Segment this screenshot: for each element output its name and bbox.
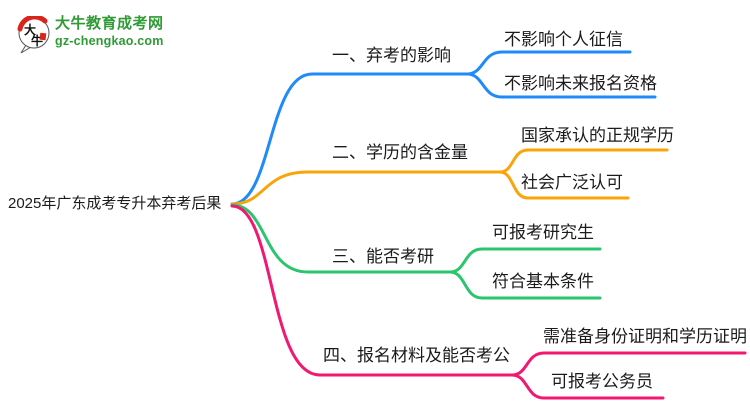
branch-1-label: 一、弃考的影响 [332, 46, 451, 65]
svg-text:大: 大 [24, 22, 36, 37]
branch-3-child-1-label: 可报考研究生 [492, 223, 594, 242]
branch-2-child-2-label: 社会广泛认可 [521, 173, 623, 192]
logo-bull-icon: 大 牛 [17, 16, 50, 54]
branch-3-connector [230, 203, 602, 300]
branch-1-connector [230, 50, 657, 206]
site-domain: gz-chengkao.com [55, 34, 164, 48]
branch-1-child-1-label: 不影响个人征信 [504, 30, 623, 49]
branch-3-child-2-label: 符合基本条件 [492, 272, 594, 291]
branch-4-label: 四、报名材料及能否考公 [323, 346, 510, 365]
branch-3-label: 三、能否考研 [332, 247, 434, 266]
site-logo: 大 牛 大牛教育成考网 gz-chengkao.com [17, 14, 257, 54]
branch-2-child-1-label: 国家承认的正规学历 [521, 126, 674, 145]
branch-4-child-1-label: 需准备身份证明和学历证明 [543, 327, 747, 346]
central-topic: 2025年广东成考专升本弃考后果 [8, 195, 222, 212]
branch-2-label: 二、学历的含金量 [332, 143, 468, 162]
branch-4-child-2-label: 可报考公务员 [551, 372, 653, 391]
site-name: 大牛教育成考网 [55, 15, 164, 32]
branch-1-child-2-label: 不影响未来报名资格 [504, 74, 657, 93]
branch-2-connector [230, 148, 669, 206]
branch-4-connector [230, 204, 747, 400]
